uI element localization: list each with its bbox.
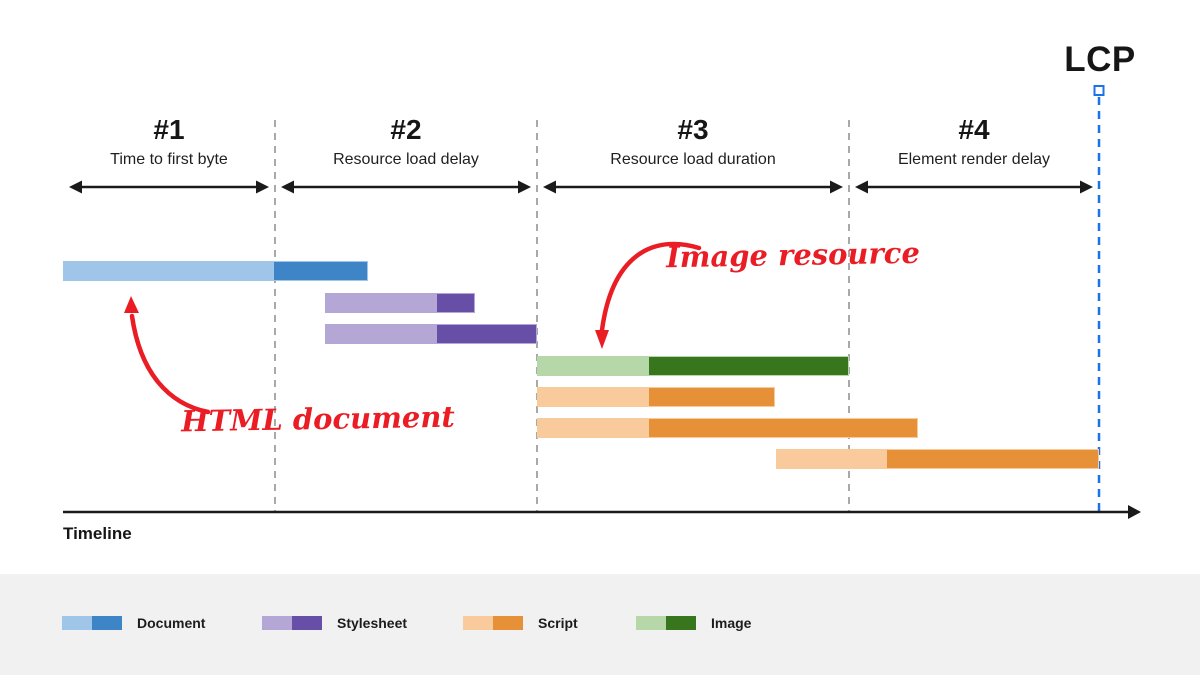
swatch-dark-half [666,616,696,630]
swatch-dark-half [92,616,122,630]
stylesheet-bar [325,293,475,313]
script-bar [537,387,775,407]
stylesheet-bar-dark-segment [437,294,474,312]
swatch-light-half [262,616,292,630]
html-document-annotation: HTML document [180,399,456,439]
image-resource-arrowhead-icon [595,330,609,349]
legend-label: Stylesheet [337,615,408,631]
script-bar-dark-segment [887,450,1098,468]
phase-name: Element render delay [897,151,1051,168]
script-swatch-icon [463,616,523,630]
phase-name: Resource load delay [333,151,479,168]
legend-band [0,574,1200,675]
timeline-axis-arrowhead-icon [1128,505,1141,519]
legend-item-script: Script [463,615,578,631]
phase-number: #3 [677,114,709,145]
script-bar-dark-segment [649,419,917,437]
script-bar [537,418,918,438]
image-bar-dark-segment [649,357,848,375]
html-document-arrowhead-icon [124,296,139,313]
legend-label: Script [538,615,578,631]
phase-arrowhead-right-icon [256,180,269,194]
legend-item-stylesheet: Stylesheet [262,615,407,631]
phase-arrowhead-right-icon [518,180,531,194]
swatch-light-half [62,616,92,630]
legend-label: Image [711,615,752,631]
swatch-light-half [463,616,493,630]
image-swatch-icon [636,616,696,630]
document-bar-dark-segment [274,262,367,280]
swatch-dark-half [292,616,322,630]
html-document-arrow-curve [129,313,211,415]
lcp-marker-square-icon [1093,85,1105,96]
image-resource-annotation: Image resource [665,235,921,275]
script-bar-dark-segment [649,388,774,406]
document-bar [63,261,368,281]
lcp-title: LCP [1064,40,1136,79]
image-bar [537,356,849,376]
phase-number: #2 [390,114,422,145]
swatch-light-half [636,616,666,630]
phase-arrowhead-right-icon [1080,180,1093,194]
phase-arrowhead-left-icon [281,180,294,194]
script-bar [776,449,1099,469]
legend-item-document: Document [62,615,205,631]
phase-arrowhead-left-icon [69,180,82,194]
phase-name: Resource load duration [610,151,776,168]
legend-label: Document [137,615,206,631]
stylesheet-bar [325,324,537,344]
phase-arrowhead-left-icon [543,180,556,194]
phase-arrowhead-right-icon [830,180,843,194]
phase-number: #1 [153,114,185,145]
phase-name: Time to first byte [110,151,228,168]
document-swatch-icon [62,616,122,630]
phase-arrowhead-left-icon [855,180,868,194]
swatch-dark-half [493,616,523,630]
stylesheet-swatch-icon [262,616,322,630]
stylesheet-bar-dark-segment [437,325,536,343]
phase-number: #4 [958,114,990,145]
legend-item-image: Image [636,615,751,631]
timeline-axis-label: Timeline [63,524,132,543]
